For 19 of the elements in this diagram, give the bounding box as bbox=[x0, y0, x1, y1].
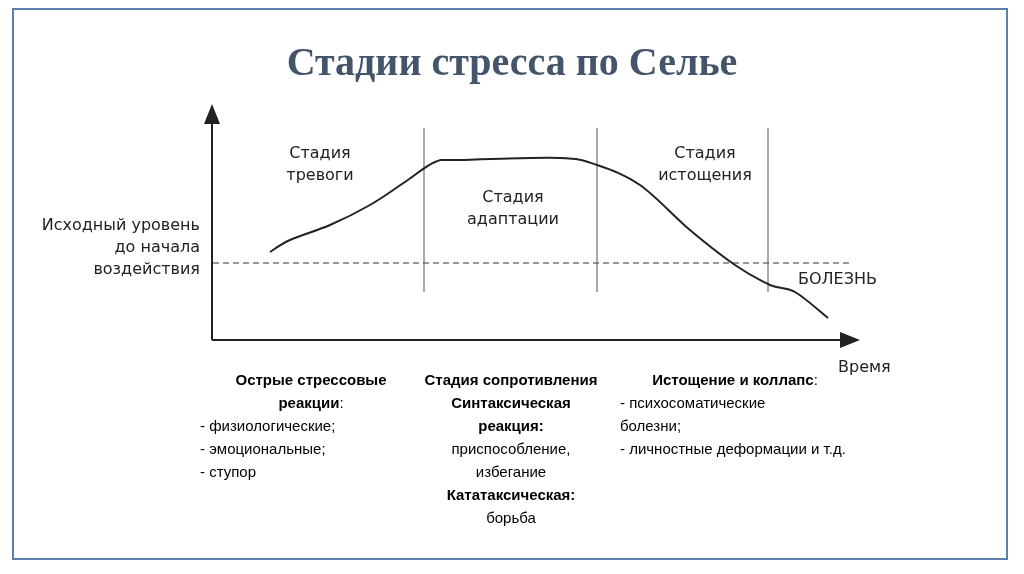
description-text: - ступор bbox=[200, 462, 257, 482]
description-text: Истощение и коллапс: bbox=[651, 370, 819, 390]
description-text: Синтаксическая реакция: bbox=[450, 393, 572, 436]
description-text: Стадия сопротивления bbox=[423, 370, 599, 390]
description-text: Острые стрессовые реакции: bbox=[234, 370, 388, 413]
chart-label: Стадия адаптации bbox=[466, 186, 560, 230]
description-text: борьба bbox=[485, 508, 537, 528]
description-text: - личностные деформации и т.д. bbox=[620, 439, 847, 459]
chart-label: БОЛЕЗНЬ bbox=[798, 268, 878, 290]
chart-label: Исходный уровень до начала воздействия bbox=[40, 214, 200, 280]
description-text: - физиологические; bbox=[200, 416, 337, 436]
title: Стадии стресса по Селье bbox=[285, 38, 739, 86]
description-text: приспособление, избегание bbox=[450, 439, 572, 482]
description-text: - психосоматические болезни; bbox=[620, 393, 767, 436]
description-text: - эмоциональные; bbox=[200, 439, 327, 459]
description-text: Кататаксическая: bbox=[445, 485, 577, 505]
chart-label: Время bbox=[838, 356, 892, 378]
chart-label: Стадия истощения bbox=[657, 142, 753, 186]
chart-label: Стадия тревоги bbox=[285, 142, 355, 186]
